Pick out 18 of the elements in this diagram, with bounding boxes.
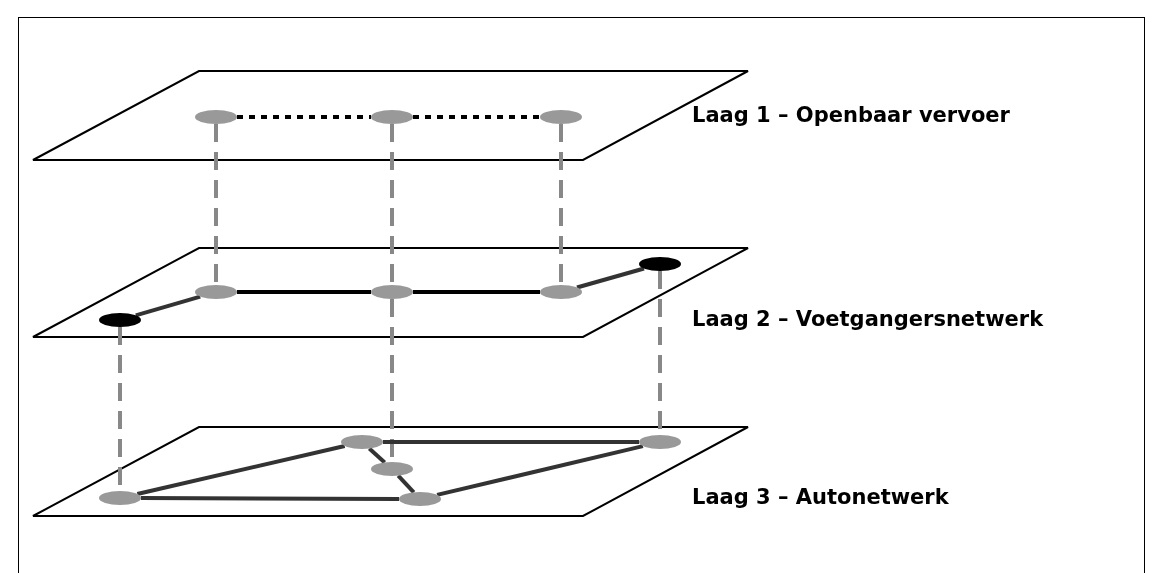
dashed-link — [237, 115, 371, 119]
network-link — [135, 294, 201, 318]
layer-label: Laag 1 – Openbaar vervoer — [692, 103, 1010, 127]
layer-label: Laag 2 – Voetgangersnetwerk — [692, 307, 1044, 331]
layer-label: Laag 3 – Autonetwerk — [692, 485, 949, 509]
network-link — [367, 447, 387, 464]
network-link — [383, 440, 639, 444]
dashed-link — [559, 124, 563, 285]
dashed-link — [390, 124, 394, 285]
dashed-link — [413, 115, 540, 119]
network-link — [396, 474, 416, 494]
network-link — [136, 444, 346, 496]
network-link — [576, 266, 645, 290]
network-link — [141, 496, 399, 501]
network-link — [436, 444, 644, 497]
network-link — [413, 290, 540, 294]
dashed-link — [214, 124, 218, 285]
network-link — [237, 290, 371, 294]
